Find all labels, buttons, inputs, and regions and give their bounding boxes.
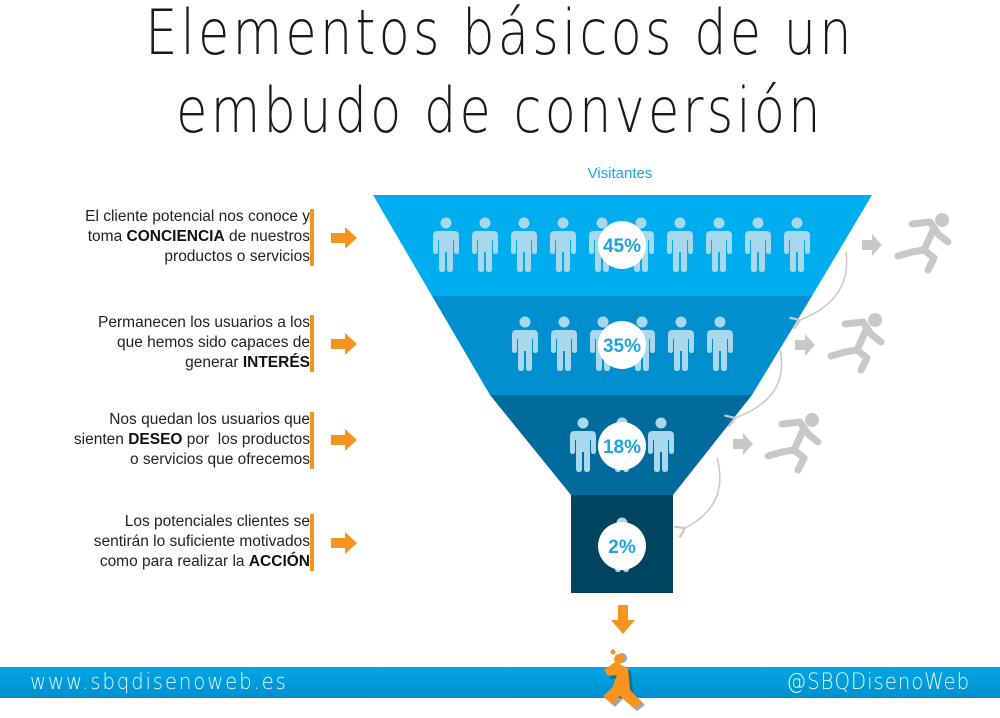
drop-curve-1	[789, 251, 848, 330]
stage-1-keyword: CONCIENCIA	[126, 228, 225, 245]
stage-1-arrow-icon	[331, 227, 357, 249]
stage-2-percent-badge: 35%	[598, 321, 646, 369]
stage-3-arrow-icon	[331, 429, 357, 451]
stage-4-percent-badge: 2%	[598, 522, 646, 570]
stage-1-divider	[310, 209, 314, 266]
drop-curve-2	[724, 349, 783, 428]
stage-3-keyword: DESEO	[128, 431, 183, 448]
stage-1-percent-badge: 45%	[598, 221, 646, 269]
running-person-icon-1	[898, 213, 949, 270]
running-person-icon-2	[831, 313, 882, 370]
stage-1-description: El cliente potencial nos conoce y toma C…	[85, 208, 310, 265]
svg-text:18%: 18%	[603, 437, 641, 458]
stage-3-divider	[310, 412, 314, 469]
stage-4-description: Los potenciales clientes se sentirán lo …	[93, 513, 310, 570]
dropout-arrow-icon-2	[795, 334, 815, 356]
running-person-icon-3	[768, 413, 819, 470]
dropout-arrow-icon-3	[733, 433, 753, 455]
stage-3-percent-badge: 18%	[598, 422, 646, 470]
stage-2-divider	[310, 315, 314, 372]
dropout-arrow-icon-1	[862, 234, 882, 256]
stage-4-keyword: ACCIÓN	[248, 553, 310, 570]
funnel-top-label: Visitantes	[587, 165, 653, 182]
stage-4-arrow-icon	[331, 532, 357, 554]
stage-2-arrow-icon	[331, 333, 357, 355]
stage-2-description: Permanecen los usuarios a los que hemos …	[98, 314, 310, 371]
svg-text:35%: 35%	[603, 336, 641, 357]
footer-bar: www.sbqdisenoweb.es @SBQDisenoWeb	[0, 667, 1000, 698]
svg-text:45%: 45%	[603, 236, 641, 257]
stage-4-divider	[310, 514, 314, 571]
footer-social-handle[interactable]: @SBQDisenoWeb	[786, 670, 970, 695]
exit-arrow-down-icon	[611, 605, 635, 634]
drop-curve-3	[674, 457, 721, 538]
svg-text:2%: 2%	[608, 537, 636, 558]
page-title-line-2: embudo de conversión	[176, 74, 824, 147]
page-title-line-1: Elementos básicos de un	[145, 0, 855, 69]
footer-website-link[interactable]: www.sbqdisenoweb.es	[30, 670, 288, 695]
stage-2-keyword: INTERÉS	[242, 354, 310, 371]
stage-3-description: Nos quedan los usuarios que sienten DESE…	[73, 411, 310, 468]
